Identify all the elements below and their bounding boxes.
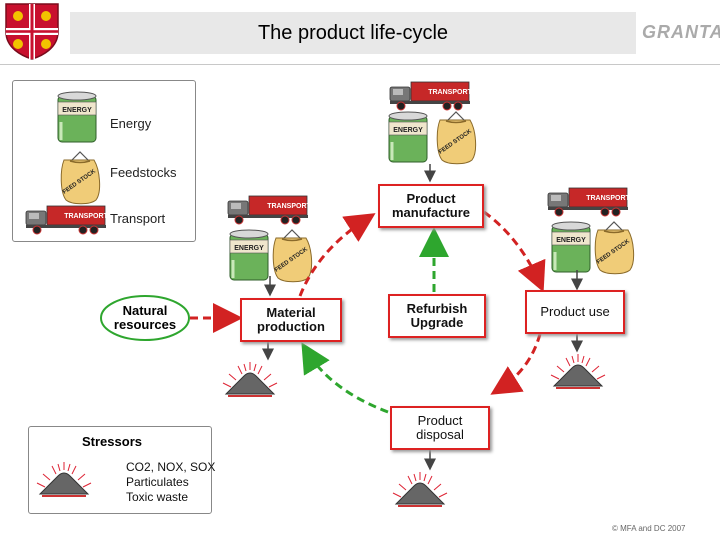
arrow-manufacture-to-use [483,210,546,293]
arrow-disposal-to-material [301,342,389,414]
stressor-icon-disposal [392,471,448,507]
material-energy-icon: ENERGY [228,228,270,282]
use-feedstock-icon: FEED STOCK [594,221,635,275]
use-energy-icon: ENERGY [550,220,592,274]
legend-transport-label: Transport [110,211,166,226]
feedstock-icon: FEED STOCK [60,151,101,205]
transport-icon-label: TRANSPORT [64,213,108,220]
stressors-particulates: Particulates [126,475,189,489]
manufacture-transport-icon: TRANSPORT [389,81,472,111]
stressors-title: Stressors [82,434,142,449]
node-natural-resources: Natural resources [113,303,177,332]
use-transport-icon: TRANSPORT [547,187,630,217]
header-bar [0,0,720,65]
university-crest-icon [5,3,59,60]
material-feedstock-icon: FEED STOCK [272,229,313,283]
stressor-icon-use [550,353,606,389]
stressor-icon-legend [36,461,92,497]
arrow-material-to-manufacture [298,213,376,297]
svg-text:TRANSPORT: TRANSPORT [267,203,311,210]
svg-text:ENERGY: ENERGY [234,245,264,252]
natural-resources-ellipse [100,295,190,341]
svg-text:ENERGY: ENERGY [556,237,586,244]
legend-energy-label: Energy [110,116,152,131]
manufacture-feedstock-icon: FEED STOCK [436,111,477,165]
energy-icon: ENERGY [56,90,98,144]
page-title: The product life-cycle [70,12,636,54]
stressor-icon-material [222,361,278,397]
svg-text:ENERGY: ENERGY [393,127,423,134]
brand-logo: GRANTA [642,22,720,42]
stressors-toxic-waste: Toxic waste [126,490,189,504]
node-product-disposal: Product disposal [390,406,490,450]
arrow-use-to-disposal [490,333,542,395]
legend-feedstocks-label: Feedstocks [110,165,177,180]
material-transport-icon: TRANSPORT [227,195,311,225]
svg-text:TRANSPORT: TRANSPORT [428,89,472,96]
node-product-manufacture: Product manufacture [378,184,484,228]
node-refurbish-upgrade: Refurbish Upgrade [388,294,486,338]
manufacture-energy-icon: ENERGY [387,110,429,164]
stressors-emissions: CO2, NOX, SOX [126,460,216,474]
footer-copyright: © MFA and DC 2007 [612,524,686,533]
transport-icon: TRANSPORT [25,205,108,235]
legend-box [12,80,196,242]
stressors-box [28,426,212,514]
node-material-production: Material production [240,298,342,342]
svg-text:TRANSPORT: TRANSPORT [586,195,630,202]
node-product-use: Product use [525,290,625,334]
energy-icon-label: ENERGY [62,107,92,114]
